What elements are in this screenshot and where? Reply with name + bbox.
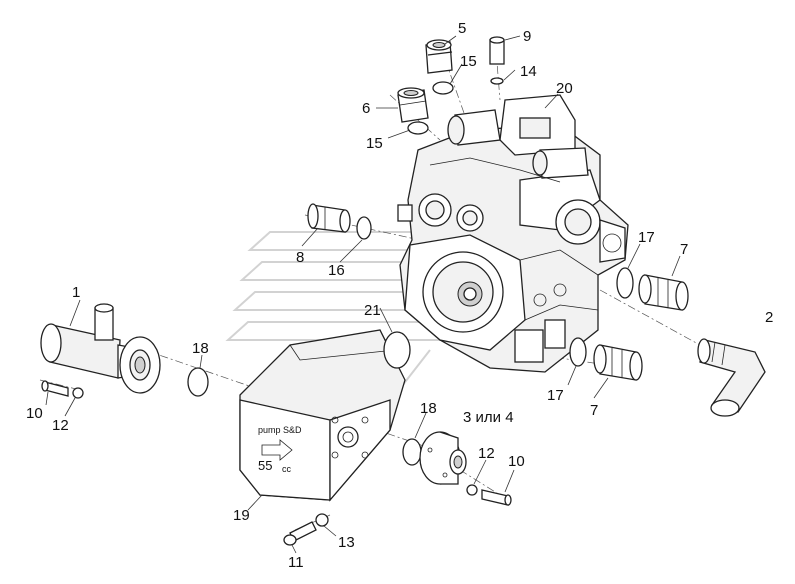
callout-12-right: 12 (478, 445, 495, 462)
callout-8: 8 (296, 249, 304, 266)
callout-17-lower: 17 (547, 387, 564, 404)
callout-17-upper: 17 (638, 229, 655, 246)
fitting-8 (307, 203, 351, 233)
callout-10-left: 10 (26, 405, 43, 422)
o-ring-17-upper (616, 267, 634, 299)
washer-13 (315, 513, 329, 527)
callout-3-or-4: 3 или 4 (463, 409, 514, 426)
callout-18-right: 18 (420, 400, 437, 417)
callout-15-upper: 15 (460, 53, 477, 70)
callout-13: 13 (338, 534, 355, 551)
callout-12-left: 12 (52, 417, 69, 434)
gear-pump-19: pump S&D 55 cc (239, 329, 406, 502)
washer-12-left (72, 387, 84, 399)
o-ring-15-upper (432, 81, 454, 95)
callout-5: 5 (458, 20, 466, 37)
callout-2: 2 (765, 309, 773, 326)
leader-lines (45, 35, 681, 554)
callout-labels: 5 9 15 14 20 6 15 8 16 17 7 1 2 21 18 17… (26, 20, 773, 571)
fitting-9 (489, 36, 505, 85)
callout-7-lower: 7 (590, 402, 598, 419)
fitting-7-upper (638, 274, 689, 311)
callout-14: 14 (520, 63, 537, 80)
pump-main-body (397, 94, 629, 373)
bolt-11 (283, 521, 317, 546)
o-ring-17-lower (569, 337, 587, 367)
flange-3-or-4 (419, 431, 467, 485)
assembly-axes (39, 44, 701, 531)
o-ring-15-lower (407, 121, 429, 135)
callout-18-left: 18 (192, 340, 209, 357)
fitting-6 (397, 87, 429, 123)
callout-7-upper: 7 (680, 241, 688, 258)
callout-11: 11 (288, 554, 304, 571)
elbow-2 (697, 338, 766, 417)
o-ring-18-left (187, 367, 209, 397)
callout-19: 19 (233, 507, 250, 524)
callout-6: 6 (362, 100, 370, 117)
callout-21: 21 (364, 302, 381, 319)
callout-20: 20 (556, 80, 573, 97)
callout-15-lower: 15 (366, 135, 383, 152)
callout-16: 16 (328, 262, 345, 279)
o-ring-21 (383, 331, 411, 369)
fitting-5 (425, 39, 453, 74)
o-ring-18-right (402, 438, 422, 466)
pump-size-label: 55 (258, 458, 272, 473)
part-1-tube (40, 303, 161, 394)
callout-1: 1 (72, 284, 80, 301)
pump-brand-label: pump S&D (258, 425, 302, 435)
washer-12-right (466, 484, 478, 496)
fitting-7-lower (593, 344, 643, 381)
bolt-10-left (41, 380, 69, 397)
pump-unit-label: cc (282, 464, 292, 474)
o-ring-16 (356, 216, 372, 240)
bolt-10-right (481, 489, 512, 506)
callout-9: 9 (523, 28, 531, 45)
callout-10-right: 10 (508, 453, 525, 470)
